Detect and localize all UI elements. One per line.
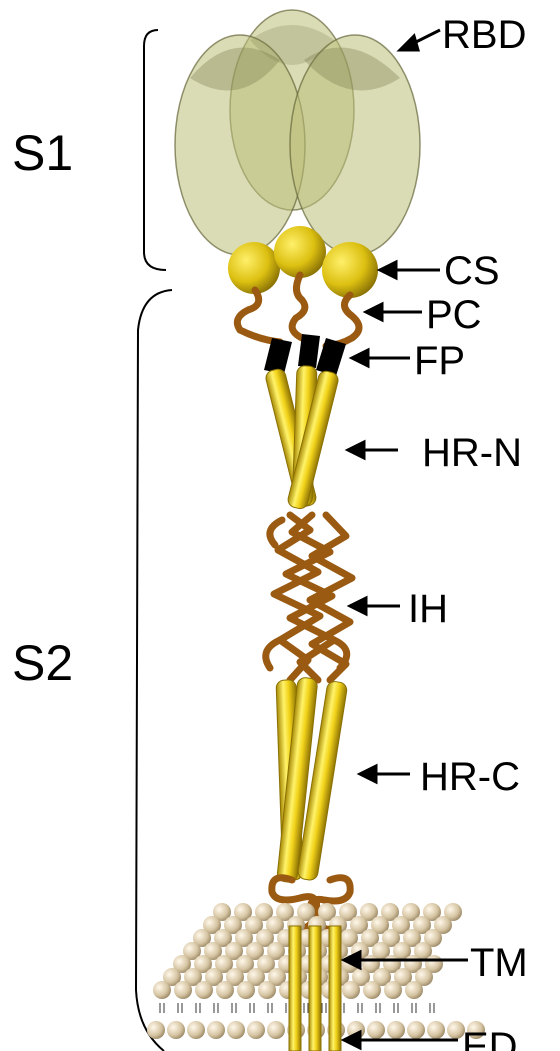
cs-ball-left	[228, 242, 280, 294]
s1-bracket	[144, 30, 166, 270]
lipid-head	[407, 1021, 425, 1039]
lipid-tail	[214, 1003, 218, 1013]
tm-label: TM	[470, 941, 528, 985]
lipid-head	[387, 1021, 405, 1039]
lipid-head	[153, 981, 171, 999]
lipid-head	[147, 1021, 165, 1039]
lipid-head	[363, 981, 381, 999]
lipid-tail	[304, 1003, 308, 1013]
lipid-head	[237, 981, 255, 999]
pc-label: PC	[426, 293, 482, 337]
s2-label: S2	[12, 635, 73, 691]
lipid-head	[195, 981, 213, 999]
lipid-tail	[160, 1003, 164, 1013]
lipid-head	[167, 1021, 185, 1039]
lipid-head	[216, 981, 234, 999]
hr-c-helices	[276, 677, 348, 883]
lipid-head	[342, 981, 360, 999]
cs-ball-mid	[274, 226, 326, 278]
cs-ball-right	[322, 242, 378, 298]
lipid-head	[247, 1021, 265, 1039]
lipid-head	[384, 981, 402, 999]
hr-c-label: HR-C	[420, 755, 520, 799]
lipid-tail	[250, 1003, 254, 1013]
lipid-tail	[178, 1003, 182, 1013]
lipid-tail	[376, 1003, 380, 1013]
lipid-head	[258, 981, 276, 999]
lipid-tail	[412, 1003, 416, 1013]
lipid-head	[267, 1021, 285, 1039]
ih-label: IH	[408, 587, 448, 631]
fp-label: FP	[414, 339, 465, 383]
lipid-head	[367, 1021, 385, 1039]
lipid-head	[174, 981, 192, 999]
cs-label: CS	[444, 249, 500, 293]
rbd-label: RBD	[442, 13, 526, 57]
ed-label: ED	[462, 1025, 518, 1051]
lipid-head	[207, 1021, 225, 1039]
lipid-tail	[268, 1003, 272, 1013]
hr-n-label: HR-N	[422, 431, 522, 475]
hr-n-helices	[264, 366, 339, 511]
lipid-tail	[196, 1003, 200, 1013]
lipid-tail	[430, 1003, 434, 1013]
tm-helices	[289, 926, 341, 1051]
lipid-head	[405, 981, 423, 999]
s2-bracket	[136, 290, 172, 1051]
lipid-tail	[358, 1003, 362, 1013]
lipid-head	[187, 1021, 205, 1039]
lipid-tail	[232, 1003, 236, 1013]
lipid-tail	[322, 1003, 326, 1013]
lipid-head	[427, 1021, 445, 1039]
lipid-tail	[394, 1003, 398, 1013]
lipid-head	[227, 1021, 245, 1039]
ih-linkers	[266, 515, 352, 680]
s1-head	[175, 10, 420, 255]
s1-label: S1	[12, 125, 73, 181]
